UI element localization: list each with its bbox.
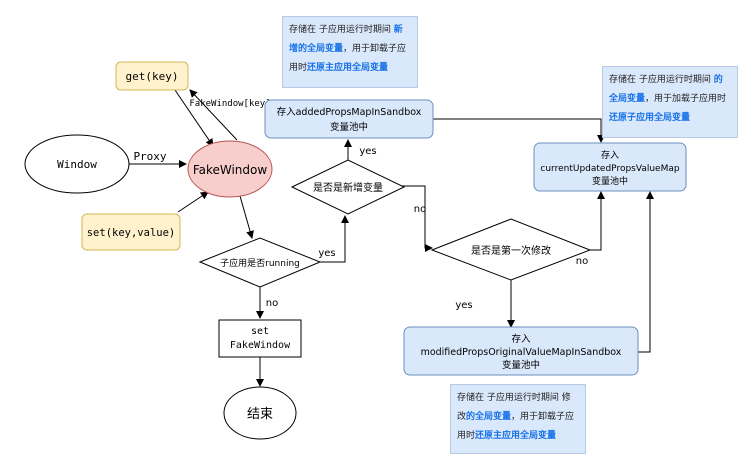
- added-pool-line2: 变量池中: [330, 121, 368, 133]
- is-first-modify-label: 是否是第一次修改: [471, 244, 551, 257]
- node-set: set(key,value): [81, 213, 181, 251]
- note-added-h2: 的全局变量: [298, 44, 344, 54]
- added-pool-line1: 存入addedPropsMapInSandbox: [277, 106, 422, 118]
- node-window: Window: [24, 134, 130, 194]
- note-added-h1: 新增: [289, 25, 403, 54]
- get-label: get(key): [126, 70, 179, 83]
- node-added-pool: 存入addedPropsMapInSandbox 变量池中: [264, 99, 434, 139]
- edge-running-yes-to-is-new: [320, 215, 349, 263]
- note-added-p1: 存储在 子应用运行时期间: [289, 25, 394, 35]
- current-pool-line2: currentUpdatedPropsValueMap: [540, 164, 679, 174]
- modified-pool-line1: 存入: [511, 333, 531, 345]
- running-check-label: 子应用是否running: [220, 257, 300, 269]
- node-is-new-var: 是否是新增变量: [290, 159, 406, 215]
- node-set-fakewindow: set FakeWindow: [218, 319, 302, 358]
- edges: [129, 89, 654, 387]
- note-added-p2: ，用于卸载子应用时: [289, 44, 407, 73]
- modified-pool-line3: 变量池中: [502, 359, 540, 371]
- node-fakewindow: FakeWindow: [187, 140, 273, 198]
- note-current-p2: ，用于加载子应用时: [645, 94, 727, 104]
- is-new-var-label: 是否是新增变量: [313, 181, 383, 194]
- running-no-label: no: [266, 298, 278, 309]
- edge-is-new-no-to-first: [400, 185, 433, 252]
- node-running-check: 子应用是否running: [198, 237, 322, 288]
- edge-set-to-fakewindow: [177, 191, 209, 213]
- set-label: set(key,value): [87, 227, 176, 239]
- note-added-h3: 还原主应用全局变量: [307, 63, 389, 73]
- current-pool-line1: 存入: [601, 149, 619, 161]
- note-modified-p1: 存储在 子应用运行时期间 修改: [457, 393, 571, 422]
- fakewindow-key-label: FakeWindow[key]: [189, 99, 270, 109]
- node-get: get(key): [115, 61, 189, 91]
- edge-added-to-current: [433, 118, 605, 143]
- node-end: 结束: [223, 386, 297, 440]
- proxy-label: Proxy: [133, 150, 166, 163]
- note-current-h1: 的全: [609, 75, 723, 104]
- note-modified-h3: 还原主应用全局变量: [475, 431, 557, 441]
- modified-pool-line2: modifiedPropsOriginalValueMapInSandbox: [421, 347, 622, 358]
- note-current-h4: 子应用全局变量: [627, 113, 691, 123]
- is-first-yes-label: yes: [455, 300, 472, 311]
- fakewindow-label: FakeWindow: [193, 163, 268, 177]
- current-pool-line3: 变量池中: [592, 175, 628, 187]
- note-current-h3: 还原: [609, 113, 628, 123]
- edge-fakewindow-to-get: [189, 89, 238, 141]
- is-first-no-label: no: [576, 256, 588, 267]
- note-current: 存储在 子应用运行时期间 的全局变量，用于加载子应用时还原子应用全局变量: [602, 66, 738, 138]
- set-fakewindow-line1: set: [251, 326, 269, 337]
- is-new-yes-label: yes: [359, 146, 376, 157]
- end-label: 结束: [247, 407, 273, 422]
- note-modified-p2: ，用于卸载子应用时: [457, 412, 575, 441]
- node-is-first-modify: 是否是第一次修改: [430, 218, 592, 281]
- set-fakewindow-line2: FakeWindow: [230, 340, 291, 351]
- note-modified: 存储在 子应用运行时期间 修改的全局变量，用于卸载子应用时还原主应用全局变量: [450, 384, 586, 454]
- note-current-p1: 存储在 子应用运行时期间: [609, 75, 714, 85]
- edge-fakewindow-to-running: [239, 195, 254, 239]
- note-modified-h2: 的全局变量: [466, 412, 512, 422]
- is-new-no-label: no: [414, 204, 426, 215]
- node-modified-pool: 存入 modifiedPropsOriginalValueMapInSandbo…: [403, 326, 639, 376]
- window-label: Window: [57, 158, 97, 171]
- running-yes-label: yes: [318, 248, 335, 259]
- edge-get-to-fakewindow: [174, 89, 214, 147]
- note-added: 存储在 子应用运行时期间 新增的全局变量，用于卸载子应用时还原主应用全局变量: [282, 16, 418, 88]
- edge-modified-to-current: [638, 191, 654, 353]
- edge-first-no-to-current: [590, 191, 605, 251]
- note-current-h2: 局变量: [618, 94, 646, 104]
- node-current-pool: 存入 currentUpdatedPropsValueMap 变量池中: [533, 142, 687, 192]
